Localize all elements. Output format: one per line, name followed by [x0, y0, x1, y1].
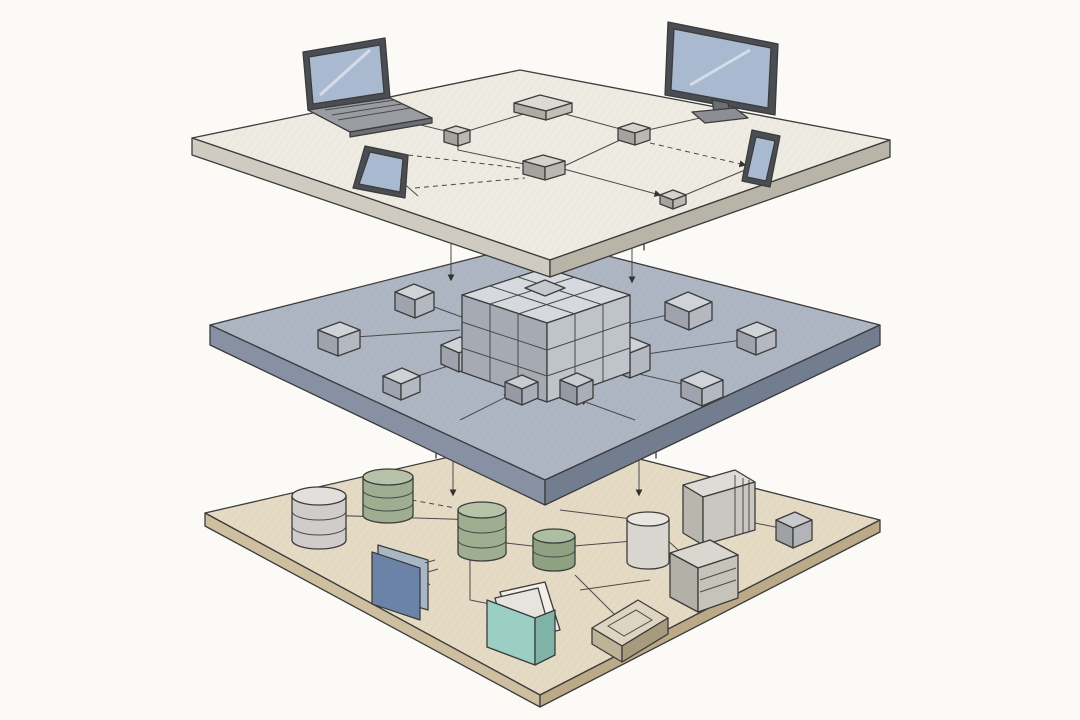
laptop-icon — [302, 37, 433, 138]
storage-cylinder-icon — [626, 511, 670, 570]
middle-layer-right-edge — [544, 324, 881, 506]
bottom-layer — [204, 434, 881, 708]
satellite-cube-5 — [736, 321, 777, 356]
top-layer — [191, 21, 891, 278]
folder-icon-blue — [371, 544, 439, 621]
small-cube-icon — [775, 511, 813, 549]
database-icon-green-small — [457, 501, 507, 562]
monitor-icon — [664, 21, 779, 124]
satellite-cube-2 — [317, 321, 361, 357]
node-block-4 — [522, 154, 566, 181]
satellite-cube-3 — [382, 367, 421, 401]
node-block-2 — [443, 125, 471, 147]
top-layer-right-edge — [549, 139, 891, 278]
node-block-3 — [617, 122, 651, 146]
server-icon — [669, 539, 739, 613]
phone-icon — [741, 129, 781, 188]
database-icon — [291, 486, 347, 550]
file-cabinet-icon — [682, 469, 756, 546]
satellite-cube-6 — [680, 370, 724, 407]
database-icon-green — [362, 468, 414, 524]
tray-icon — [591, 599, 669, 663]
node-block-5 — [659, 189, 687, 210]
cube-cluster-icon — [461, 267, 631, 406]
tablet-icon — [352, 145, 419, 199]
database-icon-green-short — [532, 528, 576, 572]
middle-layer — [209, 239, 881, 506]
satellite-cube-4 — [664, 291, 713, 331]
satellite-cube-1 — [394, 283, 435, 319]
node-block-1 — [513, 94, 573, 121]
folder-icon-teal — [486, 581, 561, 666]
